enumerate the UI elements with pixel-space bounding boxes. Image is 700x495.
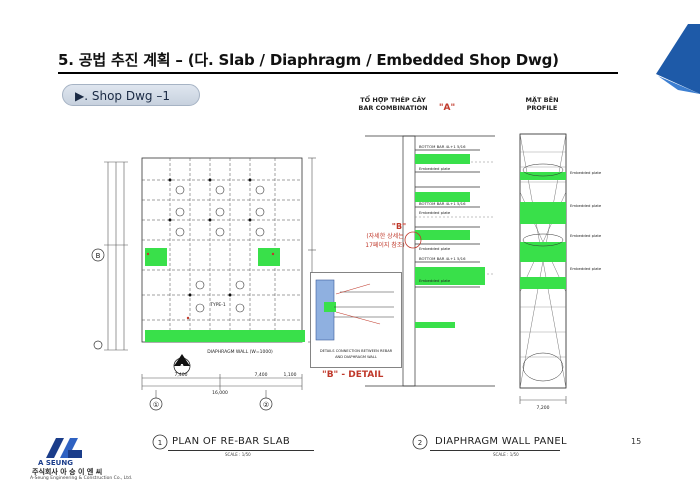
combination-title-line1: TỔ HỢP THÉP CÂY — [360, 94, 426, 104]
grid-bubble-2: ② — [263, 401, 269, 409]
detail-caption-line1: DETAILS CONNECTION BETWEEN REBAR — [320, 349, 393, 353]
title-divider — [58, 72, 618, 74]
bar-combination-drawing: TỔ HỢP THÉP CÂY BAR COMBINATION "A" BOTT… — [358, 94, 495, 387]
combination-label-2: Embedded plate — [419, 166, 451, 171]
plan-footer-scale: SCALE : 1/50 — [225, 452, 251, 457]
plan-of-rebar-slab-drawing: B ① ② A DIAPHRAGM WALL (W=1000) TYPE-1 7… — [91, 157, 316, 411]
plan-number-bubble-icon: 1 — [152, 434, 168, 450]
section-marker-label: A — [179, 363, 185, 371]
panel-footer-title: DIAPHRAGM WALL PANEL — [435, 436, 567, 447]
corner-arrow-icon — [656, 24, 700, 94]
combination-title-line2: BAR COMBINATION — [358, 104, 427, 112]
profile-label-2: Embedded plate — [570, 203, 602, 208]
plan-footer-title: PLAN OF RE-BAR SLAB — [172, 436, 291, 447]
dim-bottom-3: 1,100 — [284, 372, 297, 378]
profile-label-1: Embedded plate — [570, 170, 602, 175]
combination-label-7: Embedded plate — [419, 278, 451, 283]
combination-label-6: BOTTOM BAR 4L+1 5/16 — [419, 256, 466, 261]
note-line2: 17페이지 참조) — [365, 241, 404, 249]
profile-label-3: Embedded plate — [570, 233, 602, 238]
grid-bubble-b: B — [96, 252, 101, 260]
page-number: 15 — [631, 437, 642, 446]
company-name-korean: 주식회사 아 승 이 엔 씨 — [32, 468, 103, 476]
grid-bubble-1: ① — [153, 401, 159, 409]
detail-b-drawing: DETAILS CONNECTION BETWEEN REBAR AND DIA… — [310, 272, 402, 368]
profile-width-dim: 7,200 — [537, 405, 550, 411]
type-label: TYPE-1 — [209, 302, 226, 308]
profile-label-4: Embedded plate — [570, 266, 602, 271]
dim-bottom-2: 7,400 — [255, 372, 268, 378]
combination-label-4: Embedded plate — [419, 210, 451, 215]
dim-total: 16,000 — [212, 390, 228, 396]
section-badge: ▶. Shop Dwg –1 — [62, 84, 200, 106]
combination-tag: "A" — [439, 103, 455, 113]
combination-label-1: BOTTOM BAR 4L+1 5/16 — [419, 144, 466, 149]
company-logo-icon — [46, 438, 82, 458]
note-line1: (자세한 상세는 — [366, 232, 404, 240]
combination-label-5: Embedded plate — [419, 246, 451, 251]
profile-title-line2: PROFILE — [527, 104, 558, 112]
detail-caption-line2: AND DIAPHRAGM WALL — [335, 355, 377, 359]
note-b-tag: "B" — [392, 222, 406, 231]
detail-b-title: "B" - DETAIL — [322, 370, 384, 380]
profile-drawing: MẶT BÊN PROFILE Embedded plate Embedded … — [519, 95, 602, 411]
dim-bottom-1: 7,400 — [175, 372, 188, 378]
svg-text:2: 2 — [418, 439, 422, 447]
panel-footer-scale: SCALE : 1/50 — [493, 452, 519, 457]
diaphragm-wall-label: DIAPHRAGM WALL (W=1000) — [207, 349, 273, 355]
panel-number-bubble-icon: 2 — [412, 434, 428, 450]
company-name-english: A-Seung Engineering & Construction Co., … — [30, 476, 133, 481]
combination-label-3: BOTTOM BAR 4L+1 5/16 — [419, 201, 466, 206]
panel-footer-rule — [430, 450, 560, 451]
svg-text:1: 1 — [158, 439, 162, 447]
company-logo-name: A SEUNG — [38, 459, 73, 467]
plan-footer-rule — [168, 450, 314, 451]
profile-title-line1: MẶT BÊN — [525, 95, 558, 104]
page-title: 5. 공법 추진 계획 – (다. Slab / Diaphragm / Emb… — [58, 51, 559, 69]
